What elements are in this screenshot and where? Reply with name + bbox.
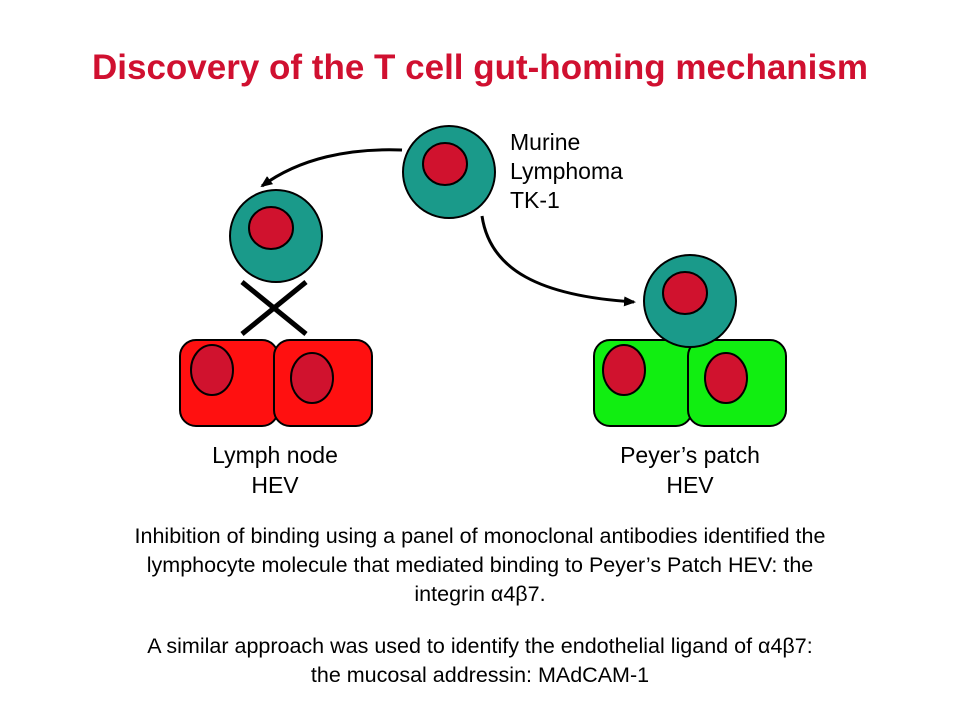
no-binding-x-mark: [240, 280, 308, 336]
peyers-patch-hev-nucleus-right: [704, 352, 748, 404]
tk1-lymphocyte: [402, 125, 496, 219]
peyers-patch-lymphocyte-nucleus: [662, 271, 708, 315]
finding-line1: Inhibition of binding using a panel of m…: [134, 524, 826, 548]
lymph-node-hev-label: Lymph node HEV: [170, 440, 380, 500]
tk1-label-line2: Lymphoma: [510, 158, 623, 184]
peyers-patch-hev-label: Peyer’s patch HEV: [580, 440, 800, 500]
lymph-node-hev-nucleus-right: [290, 352, 334, 404]
finding-line3: integrin α4β7.: [414, 582, 546, 606]
ligand-line1: A similar approach was used to identify …: [147, 634, 813, 658]
lymph-node-lymphocyte-nucleus: [248, 206, 294, 250]
tk1-label-line3: TK-1: [510, 187, 560, 213]
peyers-patch-label-line1: Peyer’s patch: [620, 442, 760, 468]
arrow-to-peyers-patch: [480, 215, 636, 307]
finding-paragraph: Inhibition of binding using a panel of m…: [40, 522, 920, 609]
finding-line2: lymphocyte molecule that mediated bindin…: [146, 553, 814, 577]
tk1-nucleus: [422, 142, 468, 186]
ligand-line2: the mucosal addressin: MAdCAM-1: [310, 663, 650, 687]
lymph-node-lymphocyte: [229, 189, 323, 283]
lymph-node-label-line1: Lymph node: [212, 442, 338, 468]
arrow-to-lymph-node: [260, 148, 403, 188]
peyers-patch-hev-nucleus-left: [602, 344, 646, 396]
slide-title: Discovery of the T cell gut-homing mecha…: [92, 48, 868, 87]
peyers-patch-label-line2: HEV: [666, 472, 714, 498]
tk1-cell-label: Murine Lymphoma TK-1: [510, 128, 623, 215]
lymph-node-hev-nucleus-left: [190, 344, 234, 396]
peyers-patch-lymphocyte: [643, 254, 737, 348]
ligand-paragraph: A similar approach was used to identify …: [40, 632, 920, 690]
tk1-label-line1: Murine: [510, 129, 581, 155]
lymph-node-label-line2: HEV: [251, 472, 299, 498]
lymph-node-hev: [179, 339, 373, 427]
peyers-patch-hev: [593, 339, 787, 427]
